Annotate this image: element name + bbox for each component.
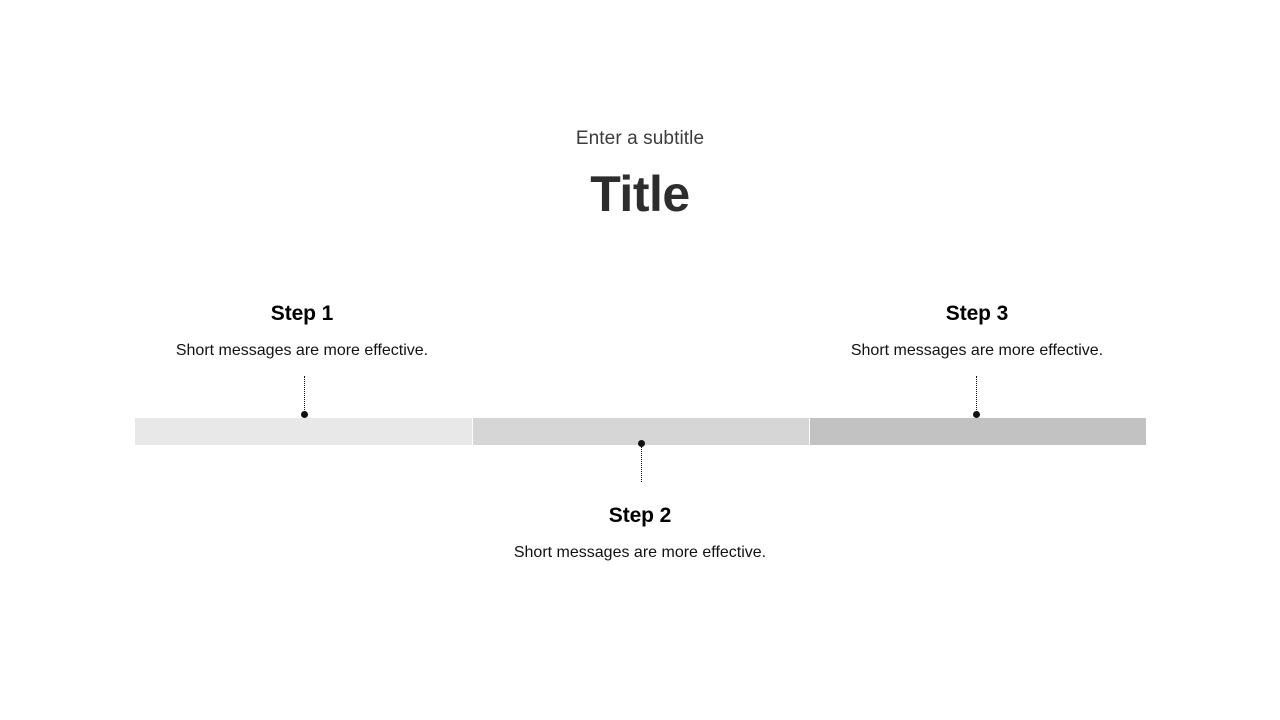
step-title[interactable]: Step 1	[270, 302, 334, 325]
step-description[interactable]: Short messages are more effective.	[513, 544, 767, 561]
timeline-step-2: Step 2 Short messages are more effective…	[480, 502, 800, 564]
step-connector-2	[638, 440, 645, 484]
connector-node-dot	[638, 440, 645, 447]
step-connector-1	[301, 376, 308, 422]
timeline-segment-3[interactable]	[810, 418, 1146, 445]
step-title[interactable]: Step 3	[945, 302, 1009, 325]
timeline-step-3: Step 3 Short messages are more effective…	[817, 300, 1137, 362]
step-description[interactable]: Short messages are more effective.	[850, 342, 1104, 359]
timeline-bar	[135, 418, 1146, 445]
connector-dotted-line	[976, 376, 977, 414]
step-description[interactable]: Short messages are more effective.	[175, 342, 429, 359]
connector-dotted-line	[304, 376, 305, 414]
connector-node-dot	[973, 411, 980, 418]
connector-node-dot	[301, 411, 308, 418]
step-connector-3	[973, 376, 980, 422]
connector-dotted-line	[641, 446, 642, 482]
slide-header: Enter a subtitle Title	[0, 126, 1280, 223]
timeline-segment-1[interactable]	[135, 418, 472, 445]
slide-subtitle[interactable]: Enter a subtitle	[575, 128, 705, 149]
step-title[interactable]: Step 2	[608, 504, 672, 527]
timeline-step-1: Step 1 Short messages are more effective…	[142, 300, 462, 362]
slide-title[interactable]: Title	[590, 166, 690, 222]
